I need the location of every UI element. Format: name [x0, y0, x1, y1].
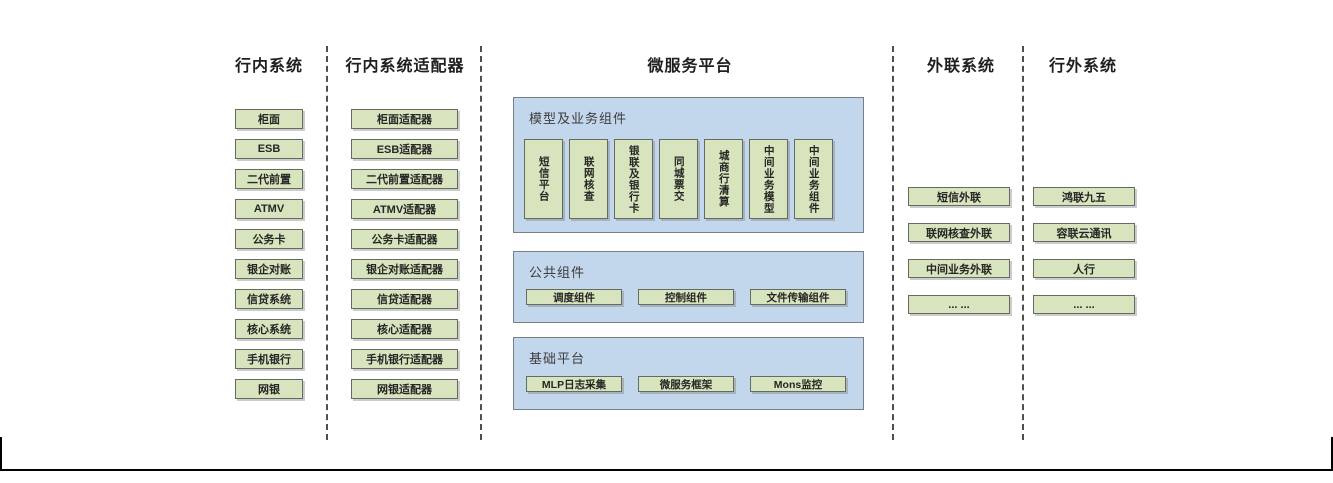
outreach-box: 短信外联 [908, 187, 1010, 206]
adapter-box: 银企对账适配器 [351, 259, 458, 279]
column-separator [1022, 46, 1024, 440]
panel-title: 基础平台 [529, 351, 586, 366]
column-title-outreach-systems: 外联系统 [926, 58, 995, 75]
component-box: 调度组件 [526, 289, 622, 305]
component-box-vertical: 短信平台 [524, 139, 563, 219]
component-box-vertical: 城商行清算 [704, 139, 743, 219]
component-box-vertical: 同城票交 [659, 139, 698, 219]
adapter-box: 手机银行适配器 [351, 349, 458, 369]
component-box: 文件传输组件 [750, 289, 846, 305]
panel-title: 公共组件 [529, 265, 586, 280]
panel-model-business-components: 模型及业务组件 短信平台联网核查银联及银行卡同城票交城商行清算中间业务模型中间业… [513, 97, 864, 233]
adapter-box: ESB适配器 [351, 139, 458, 159]
page-frame-bottom-line [0, 469, 1333, 471]
common-component-list: 调度组件控制组件文件传输组件 [526, 289, 846, 305]
system-box: ESB [235, 139, 303, 159]
system-box: ATMV [235, 199, 303, 219]
system-box: 网银 [235, 379, 303, 399]
page-frame-left-edge [0, 437, 2, 471]
internal-systems-list: 柜面 ESB 二代前置 ATMV 公务卡银企对账信贷系统核心系统手机银行网银 [235, 109, 303, 399]
panel-base-platform: 基础平台 MLP日志采集微服务框架 Mons监控 [513, 337, 864, 410]
outreach-systems-list: 短信外联联网核查外联中间业务外联 ... ... [908, 187, 1010, 314]
system-box: 银企对账 [235, 259, 303, 279]
column-title-microservice-platform: 微服务平台 [647, 58, 733, 75]
component-box: 控制组件 [638, 289, 734, 305]
panel-common-components: 公共组件 调度组件控制组件文件传输组件 [513, 251, 864, 323]
column-separator [480, 46, 482, 440]
adapter-box: 柜面适配器 [351, 109, 458, 129]
column-title-adapters: 行内系统适配器 [345, 58, 465, 75]
external-systems-list: 鸿联九五容联云通讯人行 ... ... [1033, 187, 1135, 314]
outreach-box: 中间业务外联 [908, 259, 1010, 278]
system-box: 二代前置 [235, 169, 303, 189]
page-frame-right-edge [1331, 437, 1333, 471]
base-platform-list: MLP日志采集微服务框架 Mons监控 [526, 376, 846, 392]
system-box: 柜面 [235, 109, 303, 129]
column-separator [892, 46, 894, 440]
component-box: Mons监控 [750, 376, 846, 392]
component-box: 微服务框架 [638, 376, 734, 392]
adapter-box: 信贷适配器 [351, 289, 458, 309]
external-box: 人行 [1033, 259, 1135, 278]
column-title-external-systems: 行外系统 [1048, 58, 1117, 75]
system-box: 信贷系统 [235, 289, 303, 309]
outreach-box: 联网核查外联 [908, 223, 1010, 242]
external-box: 容联云通讯 [1033, 223, 1135, 242]
component-box-vertical: 中间业务模型 [749, 139, 788, 219]
system-box: 核心系统 [235, 319, 303, 339]
column-title-internal-systems: 行内系统 [234, 58, 303, 75]
outreach-box: ... ... [908, 295, 1010, 314]
column-separator [326, 46, 328, 440]
external-box: 鸿联九五 [1033, 187, 1135, 206]
component-box-vertical: 联网核查 [569, 139, 608, 219]
adapter-box: 网银适配器 [351, 379, 458, 399]
adapter-box: ATMV适配器 [351, 199, 458, 219]
component-box-vertical: 中间业务组件 [794, 139, 833, 219]
model-component-list: 短信平台联网核查银联及银行卡同城票交城商行清算中间业务模型中间业务组件 [524, 139, 833, 219]
adapter-list: 柜面适配器 ESB适配器二代前置适配器 ATMV适配器公务卡适配器银企对账适配器信贷… [351, 109, 458, 399]
adapter-box: 二代前置适配器 [351, 169, 458, 189]
component-box-vertical: 银联及银行卡 [614, 139, 653, 219]
system-box: 公务卡 [235, 229, 303, 249]
external-box: ... ... [1033, 295, 1135, 314]
system-box: 手机银行 [235, 349, 303, 369]
adapter-box: 公务卡适配器 [351, 229, 458, 249]
panel-title: 模型及业务组件 [529, 111, 628, 126]
adapter-box: 核心适配器 [351, 319, 458, 339]
component-box: MLP日志采集 [526, 376, 622, 392]
